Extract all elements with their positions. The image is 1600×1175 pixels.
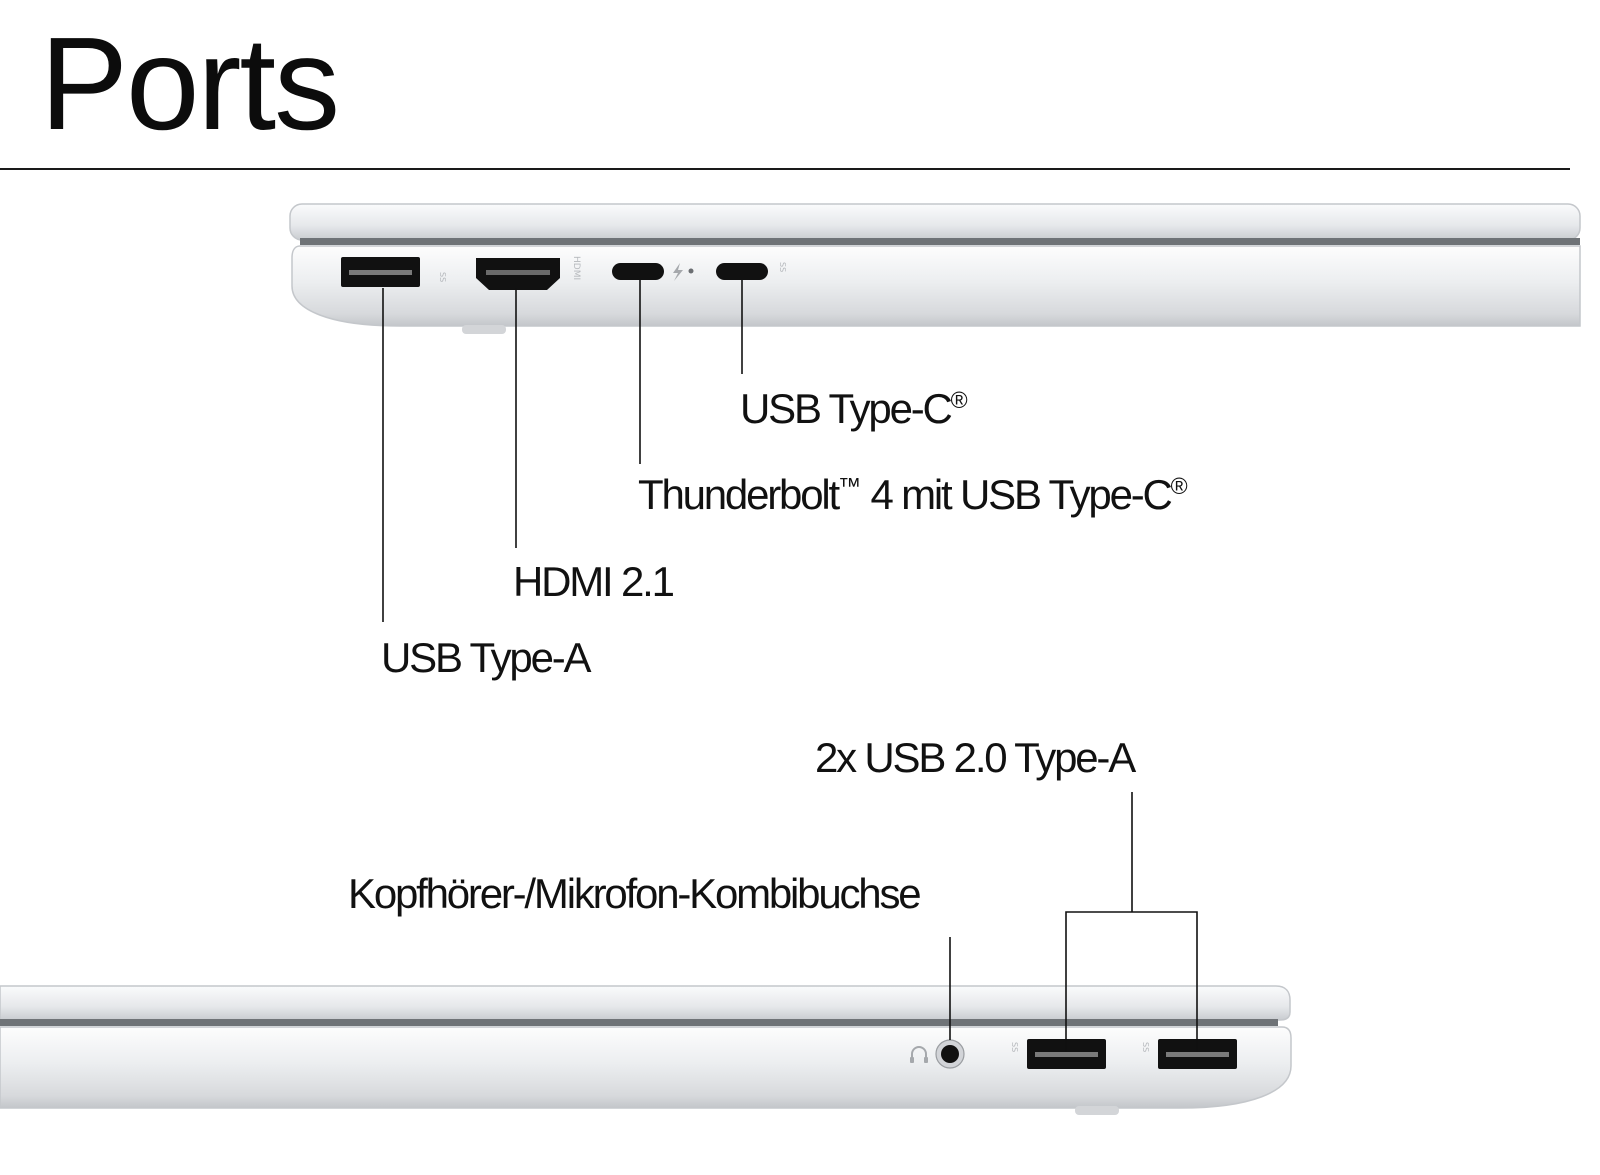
usb-a-port xyxy=(341,257,420,287)
audio-jack-port xyxy=(935,1039,965,1069)
laptop-right-side: SS SS xyxy=(0,792,1292,1115)
label-usb-type-c: USB Type-C® xyxy=(740,385,968,432)
usb-a-port-1 xyxy=(1027,1039,1106,1069)
thunderbolt-usb-c-port xyxy=(612,263,664,280)
usb-ss-mark-1: SS xyxy=(1010,1042,1019,1052)
page-title: Ports xyxy=(40,10,340,157)
label-usb2-type-a: 2x USB 2.0 Type-A xyxy=(815,734,1136,781)
usb-c-ss-mark: SS xyxy=(778,262,787,272)
laptop-base-right xyxy=(0,1026,1292,1109)
usb-ss-mark-2: SS xyxy=(1141,1042,1150,1052)
laptop-left-side: SS HDMI SS xyxy=(289,203,1581,622)
thunderbolt-icon xyxy=(673,263,683,281)
rubber-foot xyxy=(462,325,506,334)
usb-c-port xyxy=(716,263,768,280)
lid-gap xyxy=(300,238,1580,245)
lid-gap-right xyxy=(0,1019,1278,1026)
laptop-lid xyxy=(289,203,1581,241)
hdmi-port xyxy=(476,258,560,290)
label-thunderbolt: Thunderbolt™ 4 mit USB Type-C® xyxy=(638,471,1188,518)
usb-a-port-2 xyxy=(1158,1039,1237,1069)
status-led xyxy=(688,268,694,274)
laptop-lid-right xyxy=(0,985,1291,1021)
rubber-foot-right xyxy=(1075,1106,1119,1115)
laptop-base xyxy=(291,245,1581,327)
label-usb-type-a: USB Type-A xyxy=(381,634,592,681)
usb-a-ss-mark: SS xyxy=(438,272,447,282)
label-hdmi: HDMI 2.1 xyxy=(513,558,675,605)
hdmi-mark: HDMI xyxy=(571,256,581,280)
title-divider xyxy=(0,168,1570,170)
label-audio-combo-jack: Kopfhörer-/Mikrofon-Kombibuchse xyxy=(348,870,922,917)
headphone-icon xyxy=(910,1046,928,1063)
